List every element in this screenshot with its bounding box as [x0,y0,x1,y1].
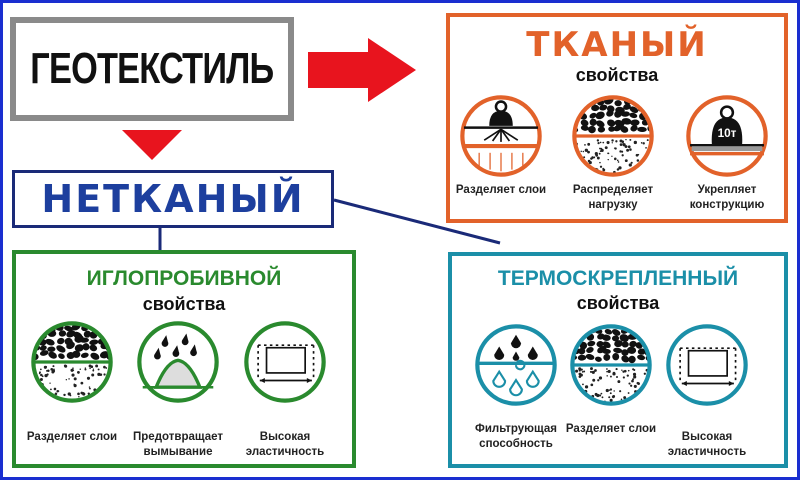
gravel-layers-icon [31,321,113,403]
thermo-label-1: Разделяет слои [565,423,657,435]
thermo-title: ТЕРМОСКРЕПЛЕННЫЙ [497,267,739,290]
woven-title: ТКАНЫЙ [526,25,708,65]
needle-label-1: Предотвращает вымывание [133,431,223,458]
woven-subtitle: свойства [575,65,659,85]
needle-label-0: Разделяет слои [26,431,118,443]
elastic-rect-icon [666,324,748,406]
thermo-label-2: Высокая эластичность [667,431,747,458]
gravel-layers-icon [570,324,652,406]
elastic-rect-icon [244,321,326,403]
filter-drops-icon [475,324,557,406]
gravel-layers-icon [572,95,654,177]
woven-label-0: Разделяет слои [455,184,547,196]
needle-punched-panel: ИГЛОПРОБИВНОЙ свойства Разделяет слои Пр… [12,250,356,468]
woven-label-2: Укрепляет конструкцию [689,184,765,211]
woven-panel: ТКАНЫЙ свойства 10т Разделяет слои Распр… [446,13,788,223]
thermo-label-0: Фильтрующая способность [475,423,557,450]
geotextile-box: ГЕОТЕКСТИЛЬ [10,17,294,121]
weight-separate-icon [460,95,542,177]
nonwoven-box: НЕТКАНЫЙ [12,170,334,228]
weight-label: 10т [718,127,737,140]
right-arrow-icon [308,38,416,102]
down-arrow-icon [122,130,182,160]
woven-label-1: Распределяет нагрузку [572,184,654,211]
needle-label-2: Высокая эластичность [245,431,325,458]
needle-title: ИГЛОПРОБИВНОЙ [86,267,282,290]
nonwoven-title: НЕТКАНЫЙ [41,177,305,221]
geotextile-title: ГЕОТЕКСТИЛЬ [30,44,274,93]
thermo-subtitle: свойства [576,293,660,313]
needle-subtitle: свойства [142,294,226,314]
rain-mound-icon [137,321,219,403]
thermo-bonded-panel: ТЕРМОСКРЕПЛЕННЫЙ свойства Фильтрующая сп… [448,252,788,468]
weight-10t-icon: 10т [686,95,768,177]
